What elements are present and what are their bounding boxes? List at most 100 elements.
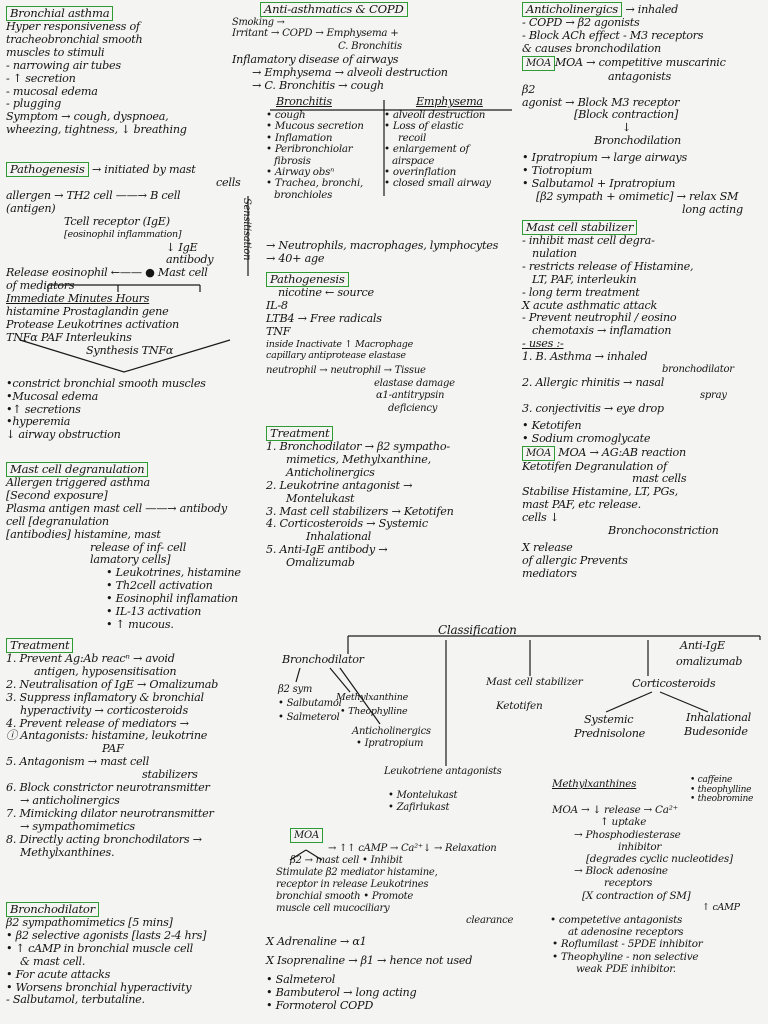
line: - uses :- xyxy=(522,337,564,351)
pathogenesis2-title: Pathogenesis xyxy=(266,272,349,287)
bronchitis-item: • Inflamation xyxy=(266,131,333,144)
class-mast-cell: Mast cell stabilizer xyxy=(486,676,583,688)
emphysema-item: • Loss of elastic xyxy=(384,120,464,133)
line: • Formoterol COPD xyxy=(266,998,374,1012)
line: • Bambuterol → long acting xyxy=(266,985,417,999)
line: MOA → competitive muscarinic xyxy=(554,55,726,69)
class-inhalational: Inhalational xyxy=(686,711,752,724)
bronchial-asthma-section: Bronchial asthma Hyper responsiveness of… xyxy=(6,6,187,137)
line: •↑ secretions xyxy=(6,402,81,416)
line: nulation xyxy=(532,246,577,260)
line: cells xyxy=(216,176,241,189)
line: spray xyxy=(700,389,727,401)
methylxanthines-title: Methylxanthines xyxy=(552,778,637,790)
line: MOA → ↓ release → Ca²⁺ xyxy=(552,804,678,817)
class-montelukast: • Montelukast xyxy=(388,790,458,801)
line: ⓘ Antagonists: histamine, leukotrine xyxy=(6,729,208,743)
line: capillary antiprotease elastase xyxy=(266,349,406,361)
line: Allergen triggered asthma xyxy=(6,476,150,489)
line: - narrowing air tubes xyxy=(6,58,121,72)
copd-title: Anti-asthmatics & COPD xyxy=(260,2,408,17)
line: lamatory cells] xyxy=(90,553,171,567)
line: 5. Anti-IgE antibody → xyxy=(266,543,388,557)
moa-label: MOA xyxy=(290,828,323,843)
line: 8. Directly acting bronchodilators → xyxy=(6,832,202,846)
line: at adenosine receptors xyxy=(568,926,684,939)
line: [X contraction of SM] xyxy=(582,889,691,902)
line: → C. Bronchitis → cough xyxy=(252,78,384,92)
line: • caffeine xyxy=(690,775,733,785)
pathogenesis-section: Pathogenesis → initiated by mast cells a… xyxy=(6,162,241,442)
line: - plugging xyxy=(6,97,62,111)
treatment-section: Treatment 1. Prevent Ag:Ab reacⁿ → avoid… xyxy=(6,638,218,860)
line: •Mucosal edema xyxy=(6,389,98,403)
mast-cell-degranulation-title: Mast cell degranulation xyxy=(6,462,149,477)
line: antagonists xyxy=(608,69,671,83)
line: Synthesis TNFα xyxy=(86,343,174,357)
line: [eosinophil inflammation] xyxy=(64,228,182,240)
line: IL-8 xyxy=(266,298,288,312)
bronchial-asthma-title: Bronchial asthma xyxy=(6,6,114,21)
line: 1. Bronchodilator → β2 sympatho- xyxy=(266,440,450,453)
class-anti-ige: Anti-IgE xyxy=(680,639,725,652)
line: long acting xyxy=(682,202,743,216)
line: α1-antitrypsin xyxy=(376,390,445,402)
moa-section: MOA → ↑↑ cAMP → Ca²⁺↓ → Relaxation β2 → … xyxy=(276,828,513,927)
line: Montelukast xyxy=(286,491,355,505)
line: - long term treatment xyxy=(522,285,640,299)
emphysema-item: airspace xyxy=(392,154,435,167)
line: X Adrenaline → α1 xyxy=(266,935,367,948)
line: 1. Prevent Ag:Ab reacⁿ → avoid xyxy=(6,652,175,665)
line: •hyperemia xyxy=(6,415,71,429)
class-corticosteroids: Corticosteroids xyxy=(632,677,716,690)
sensitisation-label: Sensitisation xyxy=(241,198,252,261)
class-budesonide: Budesonide xyxy=(684,725,748,738)
class-ketotifen: Ketotifen xyxy=(496,700,543,712)
line: • theobromine xyxy=(690,794,754,804)
line: - mucosal edema xyxy=(6,84,98,98)
line: mediators xyxy=(522,566,577,580)
line: nicotine ← source xyxy=(278,286,374,299)
line: β2 xyxy=(522,82,536,96)
line: β2 → mast cell • Inhibit xyxy=(290,855,403,866)
line: ↓ xyxy=(622,121,632,135)
line: • Ketotifen xyxy=(522,418,582,432)
line: → anticholinergics xyxy=(20,793,120,807)
mast-cell-stabilizer-section: Mast cell stabilizer - inhibit mast cell… xyxy=(522,220,734,581)
methylxanthines-section: Methylxanthines • caffeine • theophyllin… xyxy=(550,775,753,975)
line: deficiency xyxy=(388,403,438,415)
mast-cell-degranulation-section: Mast cell degranulation Allergen trigger… xyxy=(6,462,241,632)
line: • Salmeterol xyxy=(266,972,336,986)
bronchodilator-section: Bronchodilator β2 sympathomimetics [5 mi… xyxy=(6,902,206,1007)
line: • For acute attacks xyxy=(6,967,111,981)
line: receptors xyxy=(604,877,653,890)
class-prednisolone: Prednisolone xyxy=(574,727,646,740)
line: weak PDE inhibitor. xyxy=(576,962,676,975)
line: 2. Neutralisation of IgE → Omalizumab xyxy=(6,677,219,691)
line: • IL-13 activation xyxy=(106,605,202,619)
class-theophylline: • Theophylline xyxy=(340,706,408,717)
line: → inhaled xyxy=(625,3,679,16)
line: stabilizers xyxy=(142,768,198,782)
line: • Th2cell activation xyxy=(106,579,213,593)
line: muscles to stimuli xyxy=(6,45,105,59)
line: allergen → TH2 cell ——→ B cell xyxy=(6,188,181,202)
line: muscle cell mucociliary xyxy=(276,903,390,914)
line: X Isoprenaline → β1 → hence not used xyxy=(266,953,473,967)
line: • Roflumilast - 5PDE inhibitor xyxy=(552,938,703,951)
anticholinergics-title: Anticholinergics xyxy=(522,2,623,17)
line: [β2 sympath + omimetic] → relax SM xyxy=(536,189,739,203)
class-b2sym: β2 sym xyxy=(278,684,313,695)
line: inhibitor xyxy=(618,840,662,853)
line: Symptom → cough, dyspnoea, xyxy=(6,110,169,124)
line: LT, PAF, interleukin xyxy=(532,272,637,286)
line: 3. conjectivitis → eye drop xyxy=(522,401,664,415)
pathogenesis2-section: Pathogenesis nicotine ← source IL-8 LTB4… xyxy=(266,272,455,416)
anticholinergics-section: Anticholinergics → inhaled - COPD → β2 a… xyxy=(522,2,743,217)
pathogenesis-title: Pathogenesis xyxy=(6,162,89,177)
line: Stabilise Histamine, LT, PGs, xyxy=(522,485,678,499)
emphysema-header: Emphysema xyxy=(416,95,483,108)
line: Immediate Minutes Hours xyxy=(6,292,150,306)
emphysema-item: • alveoli destruction xyxy=(384,109,486,121)
bronchitis-item: • Airway obsⁿ xyxy=(266,166,335,179)
